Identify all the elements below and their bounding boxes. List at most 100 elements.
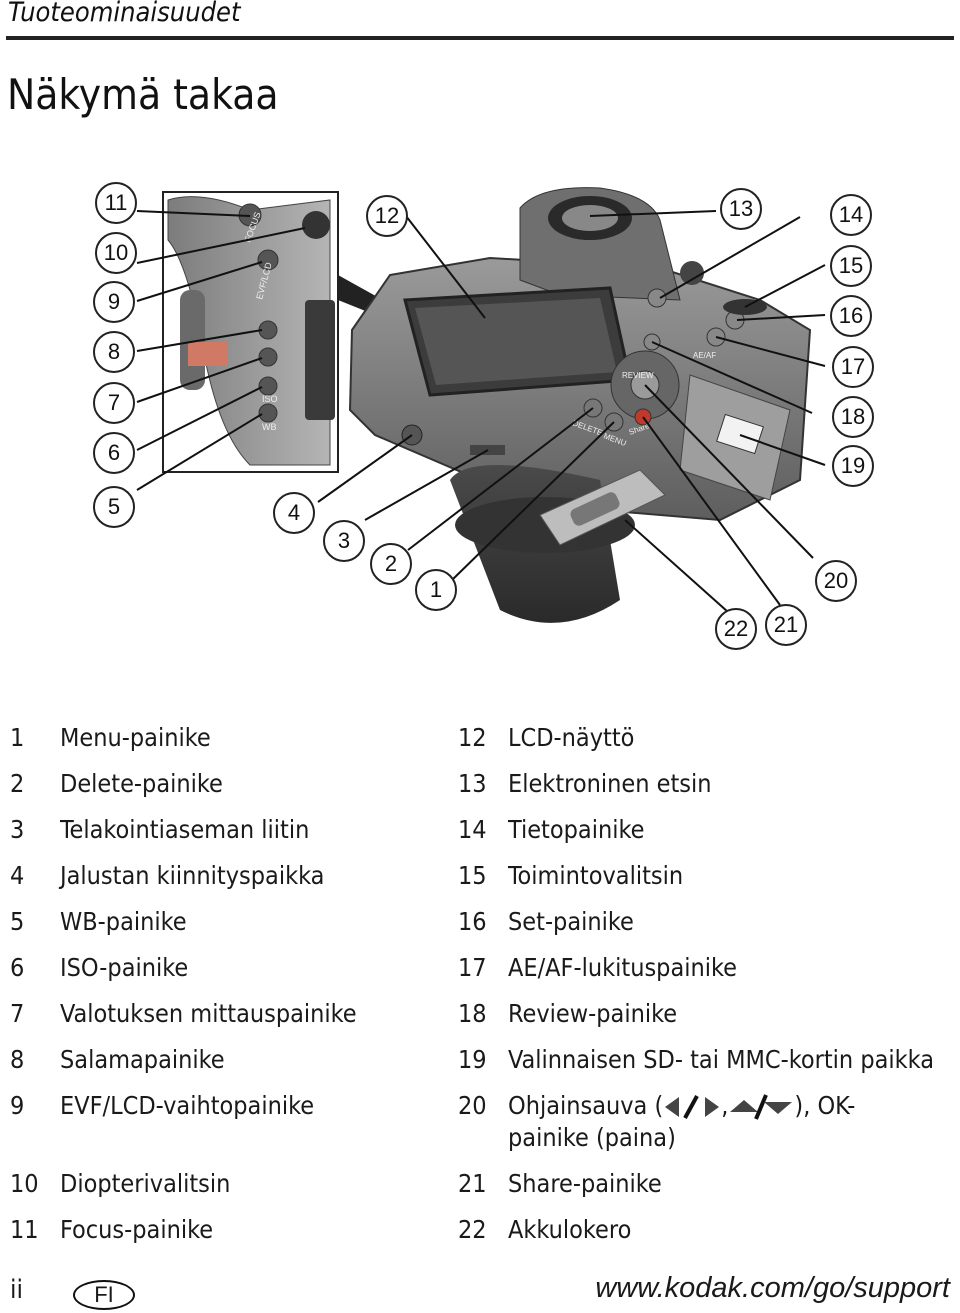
legend-number: 14 [458,815,487,844]
legend-item: 6 ISO-painike [10,945,357,991]
callout-6: 6 [93,432,135,474]
legend-item: 13 Elektroninen etsin [458,761,934,807]
legend-number: 6 [10,953,25,982]
support-url[interactable]: www.kodak.com/go/support [595,1272,950,1304]
legend-item: 5 WB-painike [10,899,357,945]
callout-20: 20 [815,560,857,602]
legend-item: 9 EVF/LCD-vaihtopainike [10,1083,357,1129]
legend-number: 7 [10,999,25,1028]
legend-label: Toimintovalitsin [508,861,684,890]
legend-label: AE/AF-lukituspainike [508,953,737,982]
header-rule [6,36,954,40]
legend-item: 14 Tietopainike [458,807,934,853]
legend-label: Jalustan kiinnityspaikka [60,861,325,890]
callout-11: 11 [95,182,137,224]
callout-9: 9 [93,281,135,323]
legend-number: 10 [10,1169,39,1198]
legend-number: 11 [10,1215,39,1244]
callout-22: 22 [715,608,757,650]
legend-label: Tietopainike [508,815,645,844]
callout-2: 2 [370,543,412,585]
legend-label-joystick: Ohjainsauva (,), OK-painike (paina) [508,1083,928,1161]
legend-label: EVF/LCD-vaihtopainike [60,1091,315,1120]
legend-number: 2 [10,769,25,798]
callout-13: 13 [720,188,762,230]
page-title: Näkymä takaa [7,70,279,119]
legend-label: Valotuksen mittauspainike [60,999,357,1028]
legend-item: 2 Delete-painike [10,761,357,807]
callout-15: 15 [830,245,872,287]
ae-af-camera-label: AE/AF [693,351,716,360]
callout-14: 14 [830,194,872,236]
wb-camera-label: WB [262,422,277,432]
legend-label: Focus-painike [60,1215,214,1244]
left-right-arrows-icon [665,1095,720,1119]
legend-number: 16 [458,907,487,936]
legend-item: 15 Toimintovalitsin [458,853,934,899]
legend-item: 19 Valinnaisen SD- tai MMC-kortin paikka [458,1037,934,1083]
legend-item: 7 Valotuksen mittauspainike [10,991,357,1037]
legend-number: 4 [10,861,25,890]
legend-item: 17 AE/AF-lukituspainike [458,945,934,991]
legend-number: 9 [10,1091,25,1120]
legend-item: 20 Ohjainsauva (,), OK-painike (paina) [458,1083,934,1161]
callout-7: 7 [93,382,135,424]
legend-number: 18 [458,999,487,1028]
legend-right-column: 12 LCD-näyttö 13 Elektroninen etsin 14 Tiet… [458,715,934,1253]
legend-left-column: 1 Menu-painike 2 Delete-painike 3 Telakoint… [10,715,357,1253]
callout-3: 3 [323,520,365,562]
joystick-label-start: Ohjainsauva ( [508,1091,664,1120]
legend-label: Salamapainike [60,1045,225,1074]
legend-item: 11 Focus-painike [10,1207,357,1253]
legend-number: 19 [458,1045,487,1074]
page-number: ii [10,1275,23,1305]
legend-number: 17 [458,953,487,982]
joystick-label-separator: , [721,1091,729,1120]
legend-item: 4 Jalustan kiinnityspaikka [10,853,357,899]
callout-12: 12 [366,195,408,237]
legend-number: 21 [458,1169,487,1198]
language-badge: FI [73,1280,135,1310]
legend-label: WB-painike [60,907,187,936]
legend-label: Telakointiaseman liitin [60,815,310,844]
callout-19: 19 [832,445,874,487]
legend-number: 12 [458,723,487,752]
callout-10: 10 [95,232,137,274]
legend-number: 3 [10,815,25,844]
legend-item: 3 Telakointiaseman liitin [10,807,357,853]
callout-18: 18 [832,396,874,438]
legend-number: 20 [458,1091,487,1120]
legend-item: 1 Menu-painike [10,715,357,761]
legend-label: ISO-painike [60,953,189,982]
legend-item: 10 Diopterivalitsin [10,1161,357,1207]
callout-8: 8 [93,331,135,373]
legend-label: Menu-painike [60,723,211,752]
legend-number: 13 [458,769,487,798]
legend-label: Review-painike [508,999,678,1028]
callout-4: 4 [273,492,315,534]
legend-number: 1 [10,723,25,752]
camera-rear-illustration: FOCUS EVF/LCD ISO WB RE [0,180,960,660]
callout-5: 5 [93,486,135,528]
legend-item: 16 Set-painike [458,899,934,945]
legend-label: Elektroninen etsin [508,769,712,798]
callout-21: 21 [765,604,807,646]
legend-item: 8 Salamapainike [10,1037,357,1083]
legend-number: 8 [10,1045,25,1074]
legend-number: 15 [458,861,487,890]
legend-number: 22 [458,1215,487,1244]
camera-drawing: FOCUS EVF/LCD ISO WB RE [136,187,826,623]
up-down-arrows-icon [730,1094,793,1120]
legend-number: 5 [10,907,25,936]
joystick-label-end: ), OK-painike (paina) [508,1091,856,1152]
legend-label: Delete-painike [60,769,223,798]
legend-label: LCD-näyttö [508,723,635,752]
callout-16: 16 [830,295,872,337]
legend-label: Set-painike [508,907,634,936]
legend-label: Diopterivalitsin [60,1169,231,1198]
legend-item: 12 LCD-näyttö [458,715,934,761]
legend-label: Valinnaisen SD- tai MMC-kortin paikka [508,1045,935,1074]
callout-17: 17 [832,346,874,388]
